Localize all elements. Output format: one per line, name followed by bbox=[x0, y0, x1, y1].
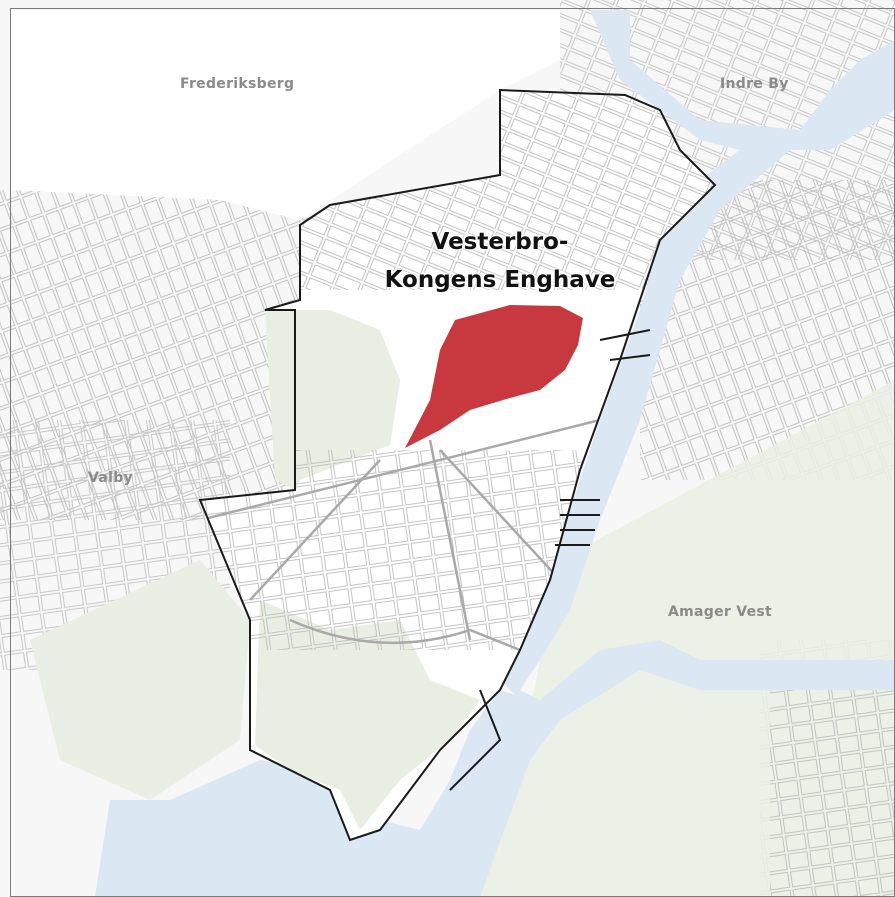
valby-green-area bbox=[30, 560, 250, 800]
district-border bbox=[198, 88, 717, 842]
district-label-amager-vest: Amager Vest bbox=[668, 604, 773, 620]
district-green-west bbox=[265, 310, 400, 490]
harbour-channel bbox=[430, 10, 895, 897]
district-label-indre-by: Indre By bbox=[720, 76, 789, 92]
highlight-area-shape bbox=[405, 305, 583, 448]
highlight-area-title-line-2: Kongens Enghave bbox=[384, 267, 616, 293]
harbour-piers bbox=[449, 329, 651, 791]
south-bay bbox=[95, 690, 530, 897]
district-label-frederiksberg: Frederiksberg bbox=[180, 76, 295, 92]
frederiksberg-area bbox=[10, 10, 560, 220]
highlight-area-title-line-1: Vesterbro- bbox=[431, 229, 569, 255]
district-label-valby: Valby bbox=[88, 470, 133, 486]
district-green-south bbox=[255, 600, 480, 830]
